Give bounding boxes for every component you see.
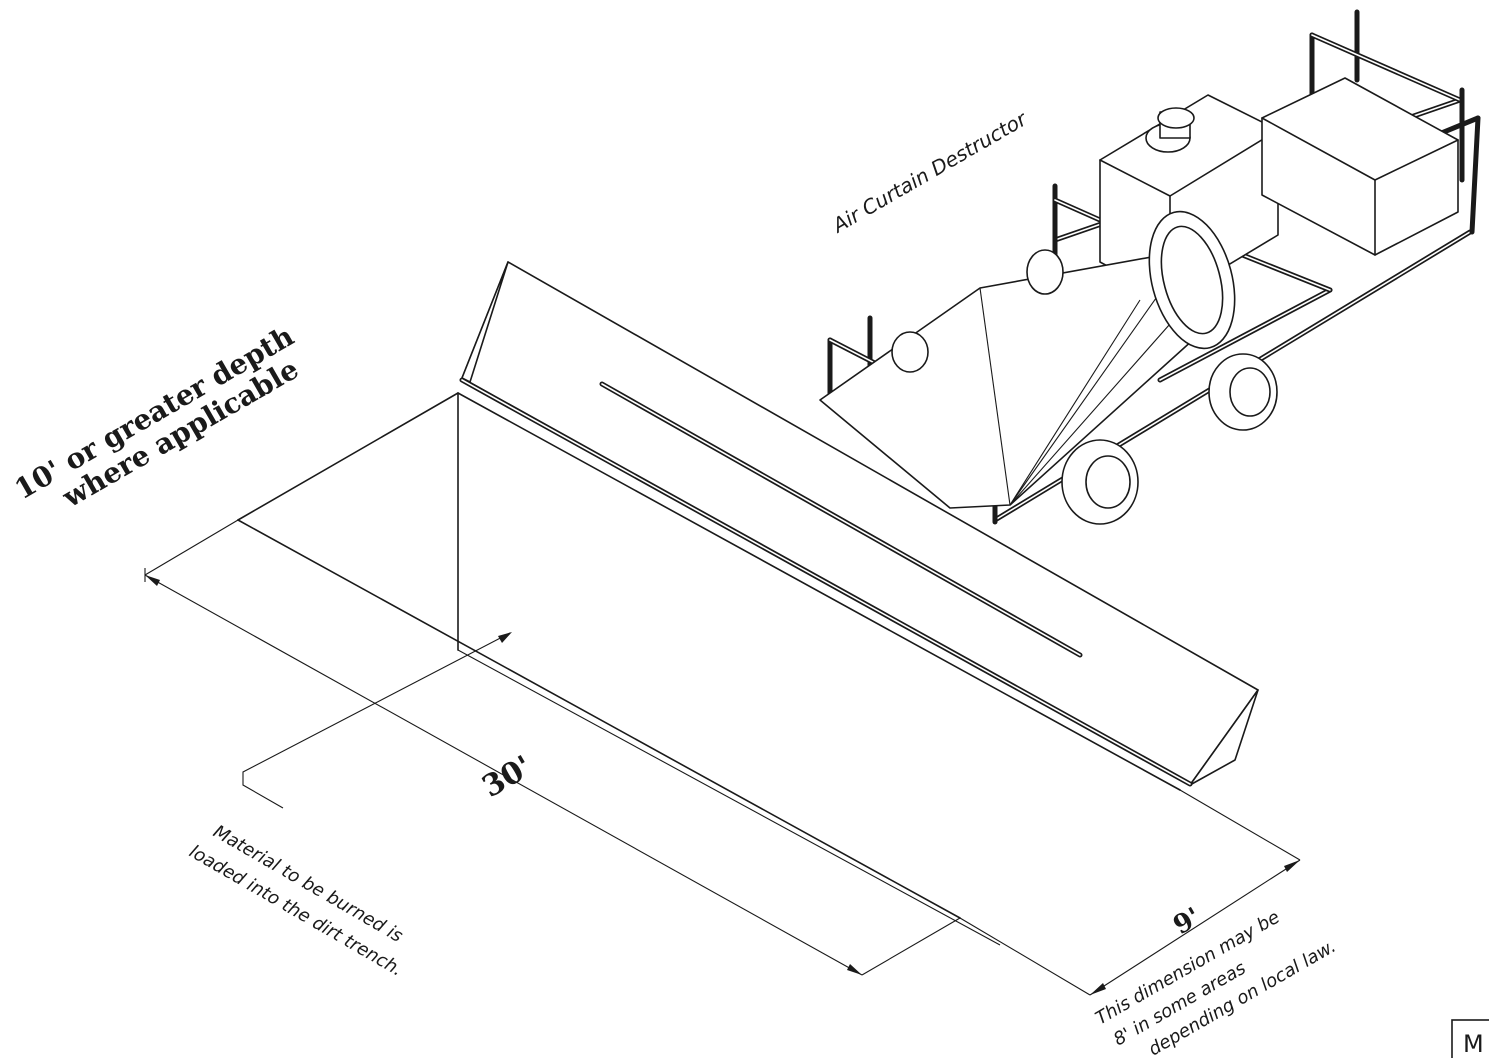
air-curtain-manifold <box>459 261 1259 787</box>
width-dimension-label: 9' <box>1169 902 1207 941</box>
length-dimension-label: 30' <box>477 749 539 805</box>
material-leader <box>242 632 512 809</box>
dimension-30ft <box>144 519 961 976</box>
material-label: Material to be burned is loaded into the… <box>186 821 407 981</box>
title-label: Air Curtain Destructor <box>827 106 1032 238</box>
wheel-front <box>1061 439 1139 525</box>
wheel-hidden-1 <box>891 331 929 373</box>
dirt-trench <box>237 392 1181 946</box>
svg-text:M: M <box>1463 1030 1484 1058</box>
acd-trailer <box>819 9 1481 525</box>
svg-text:10' or greater depth: 10' or greater depth <box>9 319 299 506</box>
wheel-hidden-2 <box>1026 249 1064 295</box>
corner-mark: M <box>1451 1019 1489 1058</box>
wheel-rear <box>1208 353 1278 431</box>
dimension-note: This dimension may be 8' in some areas d… <box>1092 907 1340 1058</box>
depth-label: 10' or greater depth where applicable <box>9 319 304 514</box>
dimension-9ft <box>959 789 1301 996</box>
